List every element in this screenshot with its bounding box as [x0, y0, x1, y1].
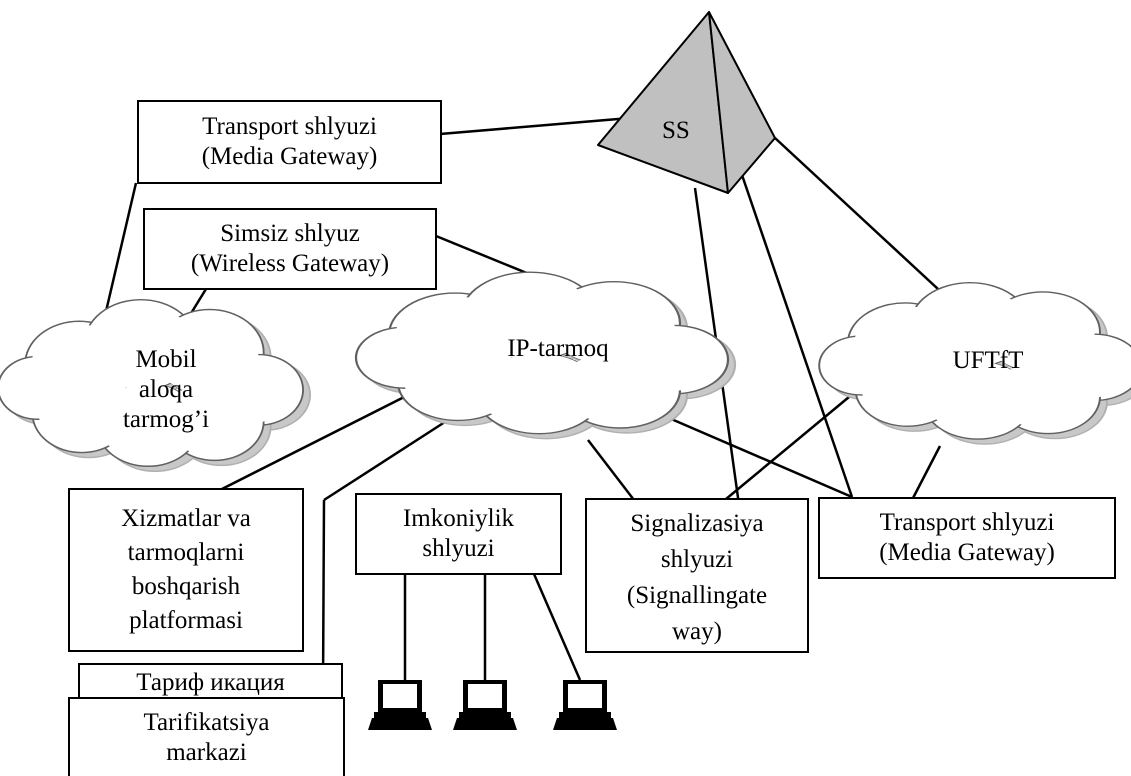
box-line: (Signallingate: [626, 582, 768, 609]
terminals: [368, 680, 617, 730]
laptop-icon: [453, 680, 517, 730]
line-pstn-mgw-bottom: [910, 445, 942, 501]
box-line: Xizmatlar va: [121, 505, 251, 532]
box-line: Transport shlyuzi: [202, 113, 377, 140]
ss-text: SS: [662, 117, 690, 144]
line-ip-signalling: [587, 439, 635, 501]
box-line: Tarifikatsiya: [143, 708, 270, 736]
connections: [102, 116, 953, 691]
line-pstn-signalling: [719, 391, 856, 505]
access-gateway-box: Imkoniylik shlyuzi: [355, 493, 562, 575]
line-ss-mgw-bottom: [740, 174, 854, 498]
billing-center-box: Tarifikatsiya markazi: [68, 697, 345, 776]
box-line: way): [672, 618, 722, 645]
line-mgw-top-ss: [439, 116, 631, 136]
ss-pyramid: [597, 11, 776, 194]
ss-label: SS: [662, 116, 690, 146]
wireless-gateway-box: Simsiz shlyuz (Wireless Gateway): [143, 208, 437, 290]
box-line: Тариф икация: [136, 669, 285, 696]
service-platform-box: Xizmatlar va tarmoqlarni boshqarish plat…: [68, 488, 304, 652]
laptop-icon: [368, 680, 432, 730]
box-line: Signalizasiya: [630, 510, 764, 537]
mobile-network-label: Mobil aloqa tarmog’i: [116, 345, 216, 435]
pyramid-face-left: [597, 11, 729, 194]
box-line: tarmoqlarni: [127, 539, 245, 566]
pstn-text: UFTfT: [952, 347, 1024, 374]
media-gateway-bottom-box: Transport shlyuzi (Media Gateway): [818, 497, 1116, 579]
mobile-line-2: aloqa: [138, 376, 194, 403]
signalling-gateway-box: Signalizasiya shlyuzi (Signallingate way…: [585, 498, 809, 653]
box-line: boshqarish: [131, 573, 241, 600]
line-ip-service-platform: [219, 388, 419, 492]
line-mgw-top-mobile: [102, 182, 138, 321]
box-line: platformasi: [129, 607, 243, 634]
line-ip-mgw-bottom: [654, 410, 853, 499]
line-ip-billing-a: [323, 418, 449, 502]
box-line: markazi: [166, 738, 247, 766]
line-ip-billing-b: [321, 499, 326, 691]
ip-network-label: IP-tarmoq: [488, 334, 628, 364]
laptop-icon: [553, 680, 617, 730]
line-wireless-mobile: [188, 288, 208, 316]
box-line: (Wireless Gateway): [190, 250, 390, 277]
box-line: Imkoniylik: [402, 505, 515, 532]
box-line: (Media Gateway): [201, 143, 378, 170]
box-line: Simsiz shlyuz: [220, 220, 360, 247]
box-line: shlyuzi: [422, 535, 495, 562]
mobile-line-3: tarmog’i: [122, 406, 210, 433]
mobile-line-1: Mobil: [135, 346, 197, 373]
ip-network-text: IP-tarmoq: [507, 335, 609, 362]
pyramid-face-right: [708, 11, 776, 194]
media-gateway-top-box: Transport shlyuzi (Media Gateway): [137, 100, 442, 184]
line-ss-pstn: [774, 137, 953, 303]
box-line: Transport shlyuzi: [879, 509, 1055, 536]
box-line: shlyuzi: [660, 546, 734, 573]
pstn-label: UFTfT: [938, 346, 1038, 376]
line-access-terminal-3: [532, 573, 582, 681]
box-line: (Media Gateway): [879, 539, 1055, 566]
